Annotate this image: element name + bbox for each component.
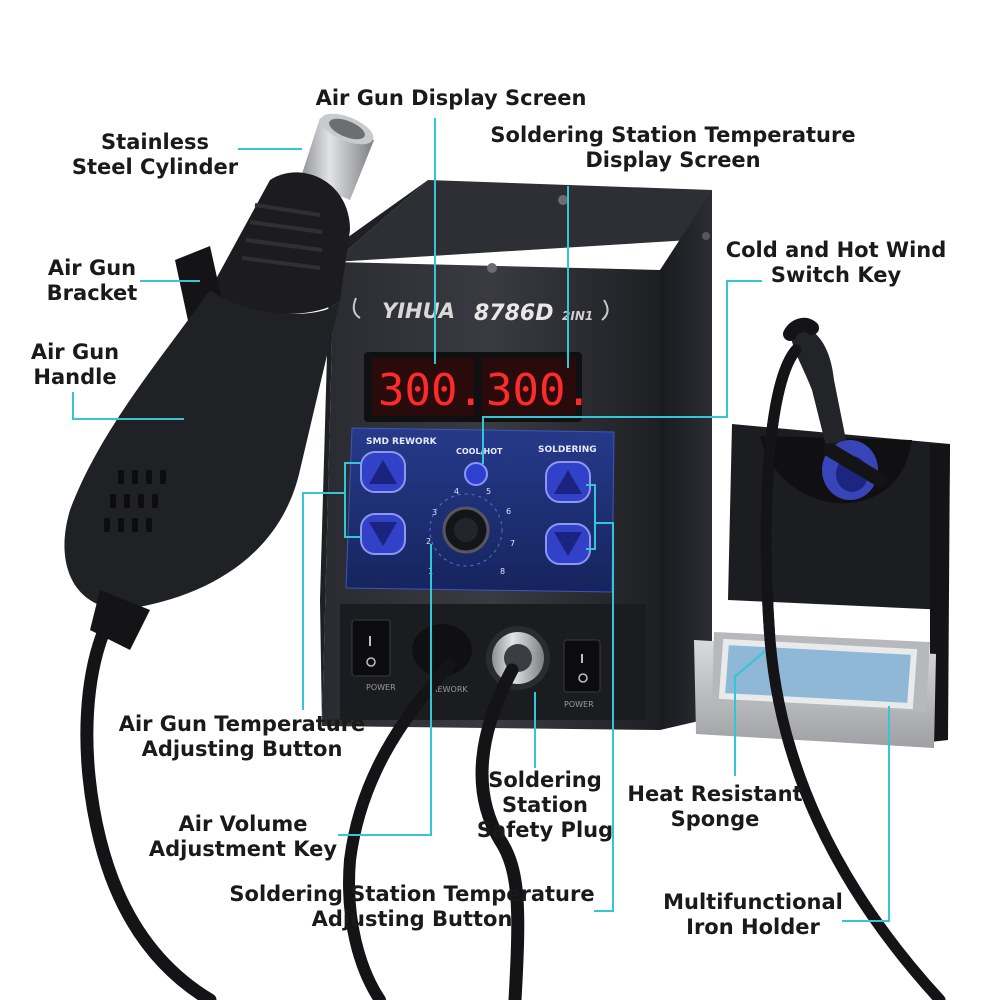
leader-cylinder <box>238 148 302 150</box>
air-gun <box>64 113 374 650</box>
model-text: 8786D <box>474 301 554 326</box>
leader-coldhot-h2 <box>482 416 728 418</box>
label-iron-holder: Multifunctional Iron Holder <box>663 890 843 939</box>
leader-soldtemp-b2 <box>586 548 596 550</box>
leader-soldtemp-v <box>612 522 614 912</box>
label-stainless-cylinder: Stainless Steel Cylinder <box>71 130 239 179</box>
leader-airtemp-b1 <box>344 462 362 464</box>
leader-air-display <box>434 118 436 364</box>
brand-strip: YIHUA 8786D 2IN1 <box>352 297 609 326</box>
power-label-left: POWER <box>366 683 396 692</box>
label-cold-hot-switch: Cold and Hot Wind Switch Key <box>725 238 947 287</box>
safety-plug-connector <box>486 626 550 690</box>
power-switch-right[interactable] <box>563 639 601 693</box>
leader-holder-v <box>888 706 890 922</box>
air-gun-down-button[interactable] <box>360 513 406 555</box>
leader-coldhot-h1 <box>726 280 762 282</box>
control-panel: SMD REWORK COOL/HOT SOLDERING <box>345 427 615 593</box>
panel-center-title: COOL/HOT <box>456 447 503 456</box>
leader-handle-v <box>72 392 74 420</box>
svg-text:3: 3 <box>432 508 437 517</box>
power-switch-left[interactable] <box>351 619 391 677</box>
label-safety-plug: Soldering Station Safety Plug <box>476 768 614 842</box>
leader-soldering-display <box>567 186 569 368</box>
leader-handle-h <box>72 418 184 420</box>
label-air-gun-temp-button: Air Gun Temperature Adjusting Button <box>118 712 366 761</box>
svg-text:6: 6 <box>506 507 511 516</box>
leader-volume-v <box>430 544 432 836</box>
label-air-gun-handle: Air Gun Handle <box>30 340 120 389</box>
leader-plug <box>534 692 536 768</box>
rework-label: REWORK <box>432 685 468 694</box>
air-gun-display-readout: 300. <box>378 365 484 416</box>
iron-display-readout: 300. <box>486 365 592 416</box>
svg-text:8: 8 <box>500 567 505 576</box>
label-air-gun-bracket: Air Gun Bracket <box>46 256 138 305</box>
panel-right-title: SOLDERING <box>538 445 597 455</box>
leader-holder-h <box>842 920 890 922</box>
leader-soldtemp-h2 <box>594 910 614 912</box>
leader-coldhot-v <box>726 280 728 418</box>
label-soldering-display: Soldering Station Temperature Display Sc… <box>490 123 856 172</box>
leader-sponge <box>734 676 736 776</box>
leader-airtemp-v <box>302 492 304 710</box>
label-air-gun-display: Air Gun Display Screen <box>315 86 587 110</box>
brand-text: YIHUA <box>382 299 455 323</box>
iron-holder <box>694 327 950 748</box>
cool-hot-key[interactable] <box>464 462 488 486</box>
svg-text:2: 2 <box>426 537 431 546</box>
leader-bracket <box>140 280 200 282</box>
soldering-up-button[interactable] <box>545 461 591 503</box>
label-sponge: Heat Resistant Sponge <box>627 782 803 831</box>
leader-soldtemp-b <box>594 484 596 550</box>
soldering-down-button[interactable] <box>545 523 591 565</box>
leader-airtemp-b2 <box>344 536 362 538</box>
svg-text:5: 5 <box>486 487 491 496</box>
panel-left-title: SMD REWORK <box>366 437 438 447</box>
leader-airtemp-b <box>344 462 346 538</box>
leader-coldhot-v2 <box>482 416 484 464</box>
leader-soldtemp-h1 <box>594 522 614 524</box>
leader-airtemp-h1 <box>302 492 346 494</box>
power-label-right: POWER <box>564 700 594 709</box>
leader-volume-h <box>338 834 432 836</box>
svg-text:4: 4 <box>454 487 459 496</box>
svg-text:7: 7 <box>510 539 515 548</box>
variant-text: 2IN1 <box>562 309 593 323</box>
air-volume-knob[interactable] <box>429 493 503 567</box>
label-soldering-temp-button: Soldering Station Temperature Adjusting … <box>229 882 595 931</box>
label-air-volume-key: Air Volume Adjustment Key <box>148 812 338 861</box>
leader-soldtemp-b1 <box>586 484 596 486</box>
displays: 300. 300. <box>364 352 592 422</box>
air-gun-up-button[interactable] <box>360 451 406 493</box>
